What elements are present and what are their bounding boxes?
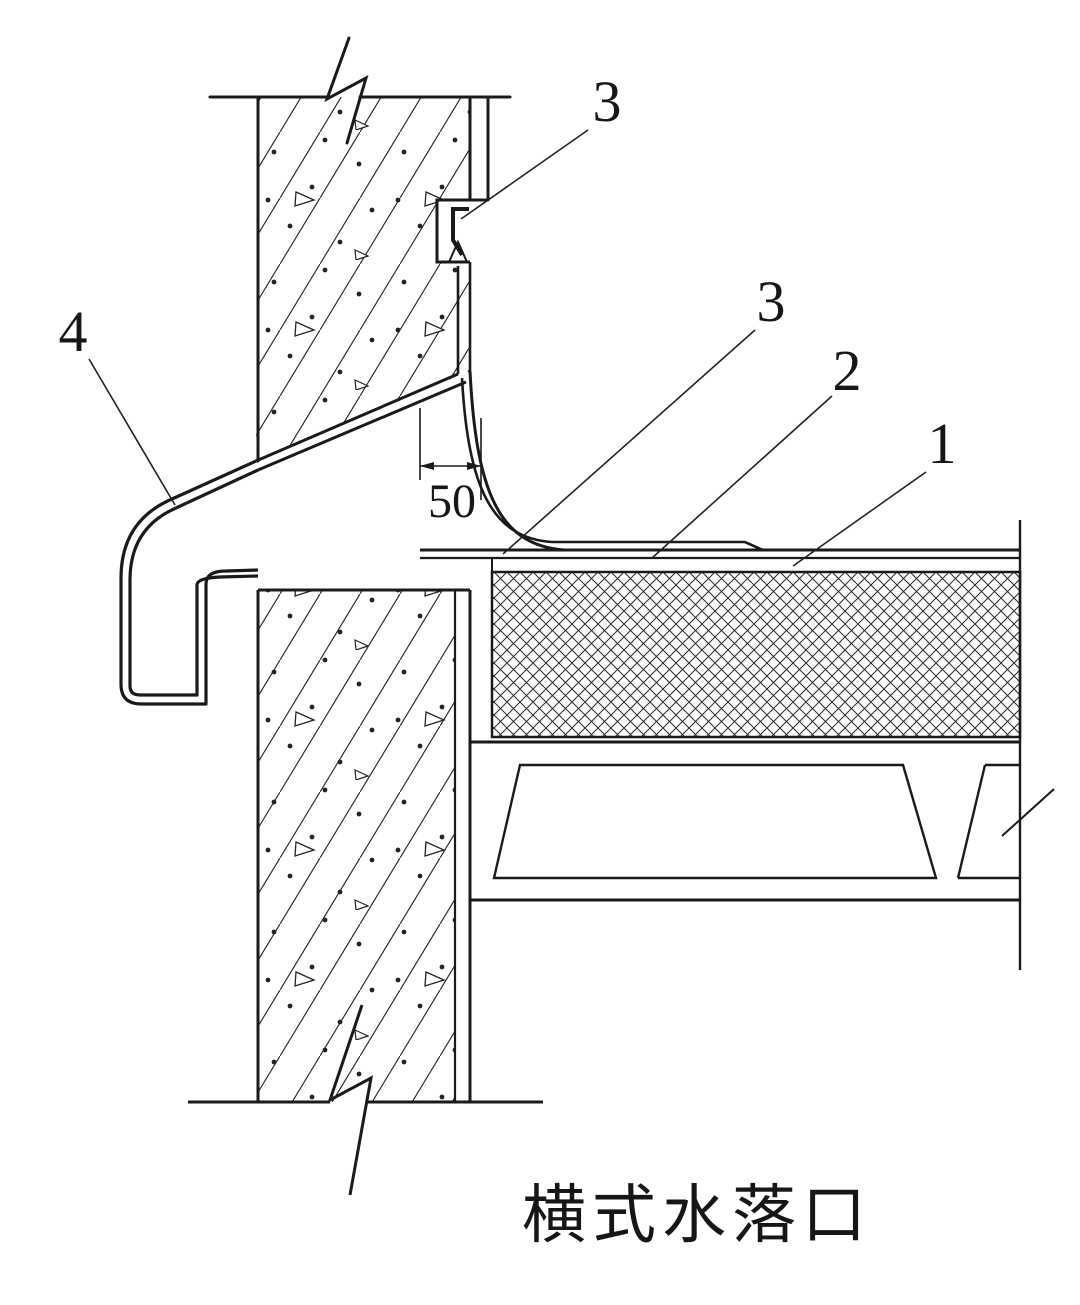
dimension-50-label: 50	[428, 475, 476, 528]
callout-1-label: 1	[928, 411, 957, 476]
hollow-slab	[470, 520, 1055, 970]
dim-arrow-left	[420, 462, 434, 470]
lower-wall-outline	[188, 588, 543, 1196]
cove-flashing	[460, 370, 565, 552]
drawing-caption: 横式水落口	[522, 1180, 872, 1251]
break-tick-right	[1001, 788, 1055, 837]
break-line-bottom	[327, 1004, 374, 1196]
leader-1	[792, 471, 927, 567]
sloped-apron-flashing	[255, 372, 467, 472]
parapet-wall-outline	[208, 36, 512, 463]
scupper-spout	[119, 459, 259, 706]
flashing-groove	[435, 198, 488, 374]
callout-4-label: 4	[59, 299, 88, 364]
callout-3-mid-label: 3	[757, 269, 786, 334]
callout-3-top-label: 3	[593, 69, 622, 134]
lower-wall-hatch	[258, 590, 455, 1102]
leader-3-top	[460, 129, 589, 220]
roof-membrane-layers	[420, 540, 1020, 572]
slab-void-1	[492, 763, 938, 880]
dim-arrow-right	[467, 462, 481, 470]
callout-2-label: 2	[833, 338, 862, 403]
counterflashing-edge	[451, 207, 469, 257]
sealant-wedge	[447, 239, 469, 263]
leader-4	[88, 358, 176, 506]
leader-lines	[88, 129, 927, 567]
insulation-crosshatch-layer	[490, 570, 1022, 739]
dimension-50: 50	[419, 408, 482, 528]
slab-void-2	[956, 763, 1020, 880]
break-line-top	[324, 36, 369, 145]
membrane-lap-step	[552, 540, 764, 552]
leader-2	[651, 395, 833, 559]
leader-3-mid	[502, 329, 756, 555]
